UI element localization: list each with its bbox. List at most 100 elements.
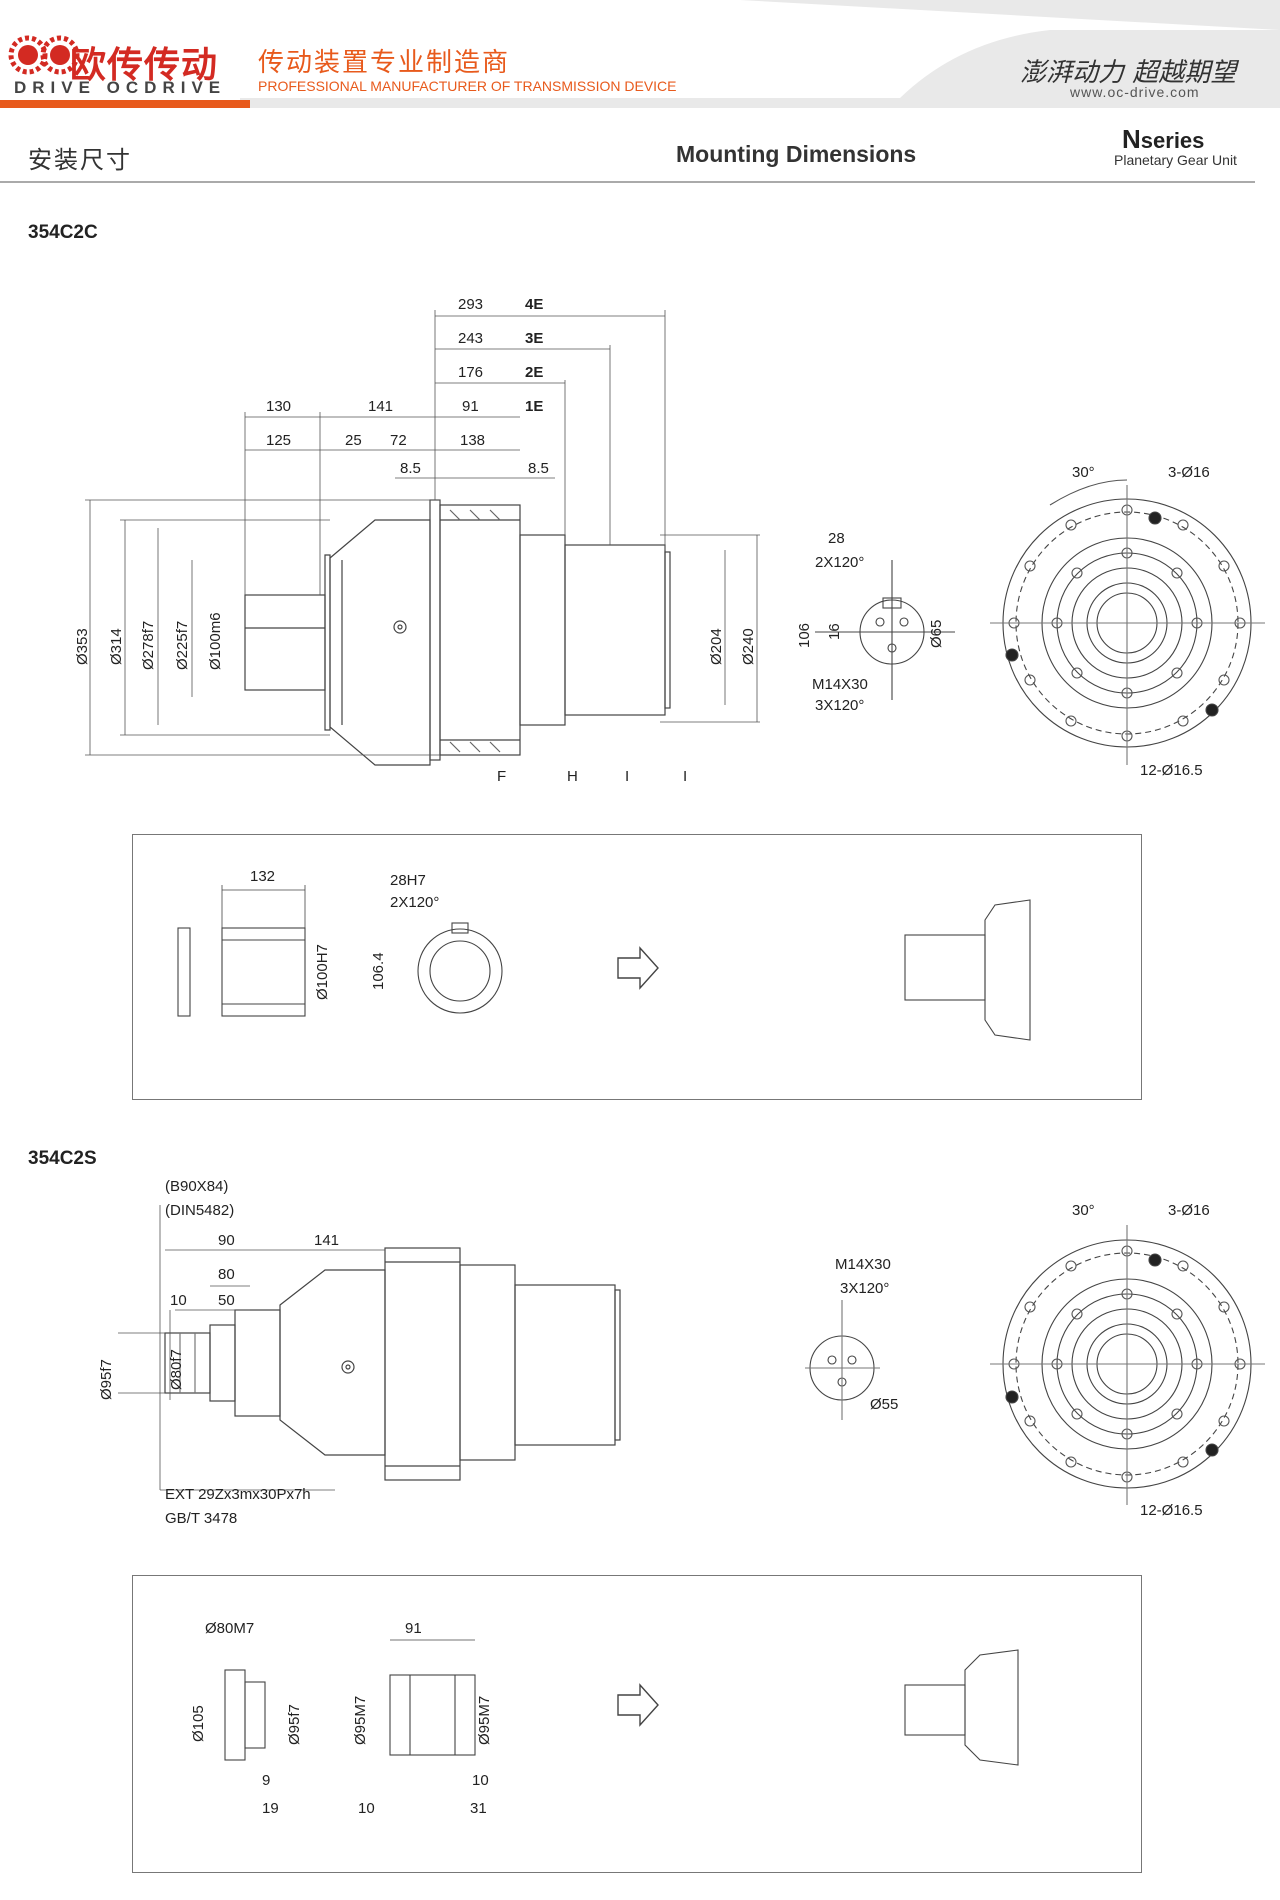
section-title-cn: 安装尺寸 bbox=[28, 147, 132, 174]
m1-dim: 130 bbox=[266, 398, 292, 415]
m2-vdim: Ø80f7 bbox=[168, 1349, 185, 1390]
m2-spline-note: GB/T 3478 bbox=[165, 1510, 238, 1527]
m2-spline: (B90X84) bbox=[165, 1178, 229, 1195]
m1-dim: 125 bbox=[266, 432, 292, 449]
m1-dim: 8.5 bbox=[528, 460, 549, 477]
logo-mark bbox=[8, 35, 80, 75]
m1-flange-mark: I bbox=[683, 768, 688, 785]
box1-dim: 28H7 bbox=[390, 872, 426, 889]
box2-dim: 10 bbox=[472, 1772, 489, 1789]
m2-side-view bbox=[164, 1247, 621, 1481]
m1-option-drawing bbox=[177, 885, 1031, 1041]
box2-dim: Ø95M7 bbox=[476, 1695, 493, 1745]
m1-dim: 3E bbox=[525, 330, 544, 347]
m1-shaft-dim: 28 bbox=[828, 530, 845, 547]
box1-dim: 106.4 bbox=[370, 952, 387, 990]
header-swoosh bbox=[240, 0, 1280, 108]
series-badge: Nseries bbox=[1122, 124, 1204, 155]
m2-dim: 10 bbox=[170, 1292, 187, 1309]
m1-dimension-lines bbox=[85, 310, 760, 756]
box1-dim: Ø100H7 bbox=[314, 944, 331, 1000]
box1-dim: 132 bbox=[250, 868, 276, 885]
m2-shaft-dim: Ø55 bbox=[870, 1396, 899, 1413]
box2-dim: Ø95M7 bbox=[352, 1695, 369, 1745]
m2-spline: (DIN5482) bbox=[165, 1202, 235, 1219]
m1-dim: 1E bbox=[525, 398, 544, 415]
m1-dim: 176 bbox=[458, 364, 484, 381]
m1-dim: 25 bbox=[345, 432, 362, 449]
m1-face-view bbox=[990, 479, 1265, 765]
m1-vdim: Ø225f7 bbox=[174, 620, 191, 670]
m1-dim: 2E bbox=[525, 364, 544, 381]
slogan-cn: 传动装置专业制造商 bbox=[258, 47, 511, 77]
box2-dim: Ø105 bbox=[190, 1705, 207, 1742]
m1-dim: 8.5 bbox=[400, 460, 421, 477]
section-title-en: Mounting Dimensions bbox=[676, 141, 917, 167]
m1-dim: 138 bbox=[460, 432, 486, 449]
m2-shaft-dim: M14X30 bbox=[835, 1256, 891, 1273]
m1-shaft-dim: 3X120° bbox=[815, 697, 865, 714]
m2-face-view bbox=[990, 1225, 1265, 1505]
m2-spline-note: EXT 29Zx3mx30Px7h bbox=[165, 1486, 311, 1503]
header-accent-bar bbox=[0, 100, 250, 108]
m1-face-dim: 3-Ø16 bbox=[1168, 464, 1210, 481]
box2-dim: 9 bbox=[262, 1772, 271, 1789]
slogan-en: PROFESSIONAL MANUFACTURER OF TRANSMISSIO… bbox=[258, 78, 677, 94]
series-letter: N bbox=[1122, 124, 1141, 154]
box2-dim: Ø95f7 bbox=[286, 1704, 303, 1745]
option-box-1 bbox=[132, 834, 1142, 1100]
m1-dim: 293 bbox=[458, 296, 484, 313]
box2-dim: 19 bbox=[262, 1800, 279, 1817]
m1-face-dim: 30° bbox=[1072, 464, 1095, 481]
website-text: www.oc-drive.com bbox=[1070, 84, 1200, 100]
m1-shaft-dim: M14X30 bbox=[812, 676, 868, 693]
option-box-2 bbox=[132, 1575, 1142, 1873]
m1-vdim: Ø278f7 bbox=[140, 620, 157, 670]
m1-vdim: Ø100m6 bbox=[207, 612, 224, 670]
box2-dim: 91 bbox=[405, 1620, 422, 1637]
m2-dimension-lines bbox=[118, 1205, 385, 1491]
m2-option-drawing bbox=[224, 1639, 1019, 1766]
m2-dim: 141 bbox=[314, 1232, 340, 1249]
m1-face-dim: 12-Ø16.5 bbox=[1140, 762, 1203, 779]
m2-face-dim: 30° bbox=[1072, 1202, 1095, 1219]
box2-dim: 10 bbox=[358, 1800, 375, 1817]
m1-side-view bbox=[244, 499, 671, 766]
m1-dim: 141 bbox=[368, 398, 394, 415]
m2-shaft-dim: 3X120° bbox=[840, 1280, 890, 1297]
m2-dim: 80 bbox=[218, 1266, 235, 1283]
m1-shaft-dim: 16 bbox=[826, 623, 843, 640]
m1-dim: 72 bbox=[390, 432, 407, 449]
m1-shaft-dim: 106 bbox=[796, 622, 813, 648]
m1-vdim: Ø353 bbox=[74, 628, 91, 665]
series-subtitle: Planetary Gear Unit bbox=[1114, 152, 1237, 168]
m2-shaft-end-view bbox=[805, 1300, 880, 1420]
m1-vdim: Ø240 bbox=[740, 628, 757, 665]
brand-name: 欧传传动 bbox=[70, 44, 219, 85]
motto: 澎湃动力 超越期望 bbox=[1020, 58, 1237, 88]
m1-flange-mark: H bbox=[567, 768, 578, 785]
m2-dim: 90 bbox=[218, 1232, 235, 1249]
m1-shaft-dim: 2X120° bbox=[815, 554, 865, 571]
m2-dim: 50 bbox=[218, 1292, 235, 1309]
m1-dim: 91 bbox=[462, 398, 479, 415]
model-title-1: 354C2C bbox=[28, 222, 98, 243]
m1-shaft-dim: Ø65 bbox=[928, 619, 945, 648]
box2-dim: Ø80M7 bbox=[205, 1620, 255, 1637]
m2-face-dim: 3-Ø16 bbox=[1168, 1202, 1210, 1219]
m1-dim: 243 bbox=[458, 330, 484, 347]
m1-flange-mark: I bbox=[625, 768, 630, 785]
m1-dim: 4E bbox=[525, 296, 544, 313]
brand-sub: DRIVE OCDRIVE bbox=[14, 78, 227, 97]
model-title-2: 354C2S bbox=[28, 1148, 97, 1169]
box2-dim: 31 bbox=[470, 1800, 487, 1817]
box1-dim: 2X120° bbox=[390, 894, 440, 911]
m2-face-dim: 12-Ø16.5 bbox=[1140, 1502, 1203, 1519]
m1-vdim: Ø314 bbox=[108, 628, 125, 665]
m1-vdim: Ø204 bbox=[708, 628, 725, 665]
series-word: series bbox=[1140, 128, 1205, 153]
m1-shaft-end-view bbox=[815, 560, 955, 700]
m2-vdim: Ø95f7 bbox=[98, 1359, 115, 1400]
m1-flange-mark: F bbox=[497, 768, 507, 785]
